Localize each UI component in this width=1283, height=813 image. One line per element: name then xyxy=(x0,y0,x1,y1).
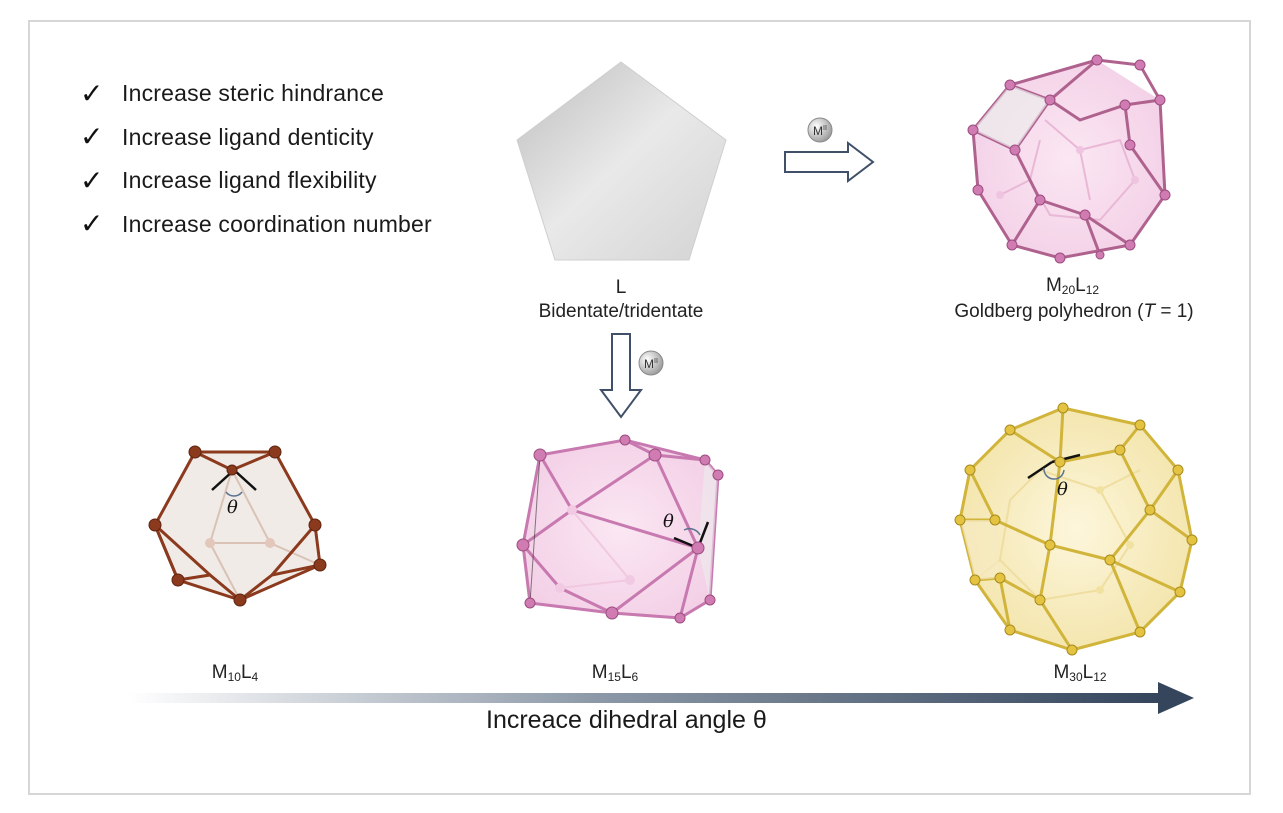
cage-m10l4: θ xyxy=(148,445,327,607)
formula-m20l12: M20L12 xyxy=(1045,275,1100,297)
svg-text:θ: θ xyxy=(1057,479,1068,500)
strategy-checklist: ✓Increase steric hindrance ✓Increase lig… xyxy=(80,72,432,246)
svg-text:θ: θ xyxy=(227,497,238,518)
right-arrow-icon xyxy=(784,140,875,184)
dihedral-angle-arrow xyxy=(128,682,1194,714)
checklist-item: ✓Increase steric hindrance xyxy=(80,76,384,110)
metal-ion-icon: MII xyxy=(807,117,833,143)
figure-frame xyxy=(28,20,1251,795)
formula-m15l6: M15L6 xyxy=(591,662,639,684)
ligand-type: Bidentate/tridentate xyxy=(538,301,704,322)
goldberg-polyhedron-m20l12 xyxy=(967,54,1171,264)
formula-m30l12: M30L12 xyxy=(1053,662,1107,684)
svg-text:θ: θ xyxy=(663,511,674,532)
check-icon: ✓ xyxy=(80,163,104,197)
check-icon: ✓ xyxy=(80,207,104,241)
goldberg-polyhedron-name: Goldberg polyhedron (T = 1) xyxy=(954,301,1194,322)
check-icon: ✓ xyxy=(80,76,104,110)
check-icon: ✓ xyxy=(80,120,104,154)
cage-m15l6: θ xyxy=(516,434,724,624)
dihedral-angle-caption: Increace dihedral angle θ xyxy=(486,706,767,734)
checklist-item: ✓Increase ligand flexibility xyxy=(80,163,377,197)
pentagon-ligand-icon xyxy=(516,61,727,261)
svg-text:MII: MII xyxy=(813,124,827,138)
checklist-item: ✓Increase ligand denticity xyxy=(80,120,374,154)
checklist-item: ✓Increase coordination number xyxy=(80,207,432,241)
formula-m10l4: M10L4 xyxy=(211,662,259,684)
svg-text:MII: MII xyxy=(644,357,658,371)
ligand-symbol: L xyxy=(615,277,627,298)
cage-m30l12: θ xyxy=(954,402,1198,656)
metal-ion-icon: MII xyxy=(638,350,664,376)
down-arrow-icon xyxy=(599,333,643,419)
